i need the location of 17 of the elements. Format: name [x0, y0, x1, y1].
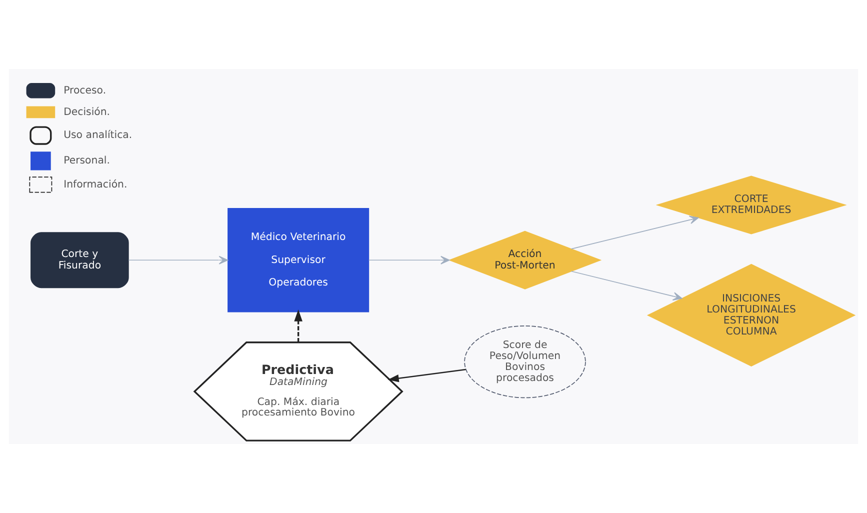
legend-label: Proceso. — [64, 85, 106, 96]
node-box: Corte y Fisurado — [30, 232, 129, 288]
arrow — [388, 368, 466, 382]
arrow — [368, 256, 450, 264]
legend-label: Información. — [64, 179, 128, 190]
legend-label: Uso analítica. — [64, 130, 132, 142]
arrow — [128, 256, 228, 264]
arrow — [570, 270, 682, 300]
node-diamond: Acción Post-Morten — [448, 230, 602, 290]
node-ellipse: Score de Peso/Volumen Bovinos procesados — [464, 326, 586, 398]
node-diamond: INSICIONES LONGITUDINALES ESTERNON COLUMNA — [646, 264, 856, 367]
arrow — [570, 216, 699, 250]
legend-label: Personal. — [64, 156, 110, 167]
arrow — [294, 310, 302, 342]
node-diamond: CORTE EXTREMIDADES — [656, 176, 847, 234]
node-box: Médico Veterinario Supervisor Operadores — [228, 208, 370, 312]
legend-label: Decisión. — [64, 106, 110, 118]
